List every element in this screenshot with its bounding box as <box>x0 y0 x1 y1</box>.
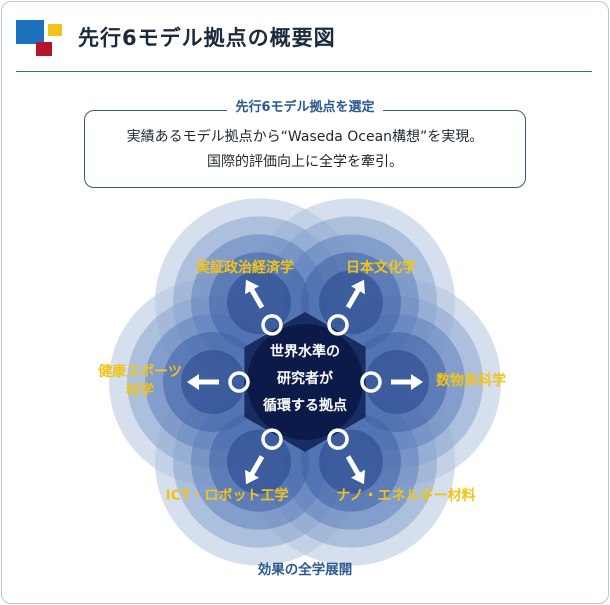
petal-label: ICT・ロボット工学 <box>165 487 288 504</box>
ring-marker-icon <box>327 314 349 336</box>
petal-label: ナノ・エネルギー材料 <box>336 487 475 504</box>
arrow-head-icon <box>187 374 199 390</box>
arrow-shaft <box>247 455 265 479</box>
logo-red-square <box>36 42 52 56</box>
petal-label: 科学 <box>126 382 154 399</box>
petal-label: 健康スポーツ <box>98 363 182 380</box>
title-divider <box>16 71 592 72</box>
page-title: 先行6モデル拠点の概要図 <box>78 26 336 50</box>
petal-label: 実証政治経済学 <box>196 259 294 276</box>
selection-line-1: 実績あるモデル拠点から“Waseda Ocean構想”を実現。 <box>126 129 484 145</box>
ring-marker-icon <box>360 371 382 393</box>
ring-marker-icon <box>261 314 283 336</box>
selection-label: 先行6モデル拠点を選定 <box>0 96 610 115</box>
petal-label: 日本文化学 <box>346 259 416 276</box>
logo-blue-square <box>16 20 44 44</box>
selection-line-2: 国際的評価向上に全学を牽引。 <box>207 154 403 170</box>
center-core-circle <box>247 324 363 440</box>
arrow-head-icon <box>245 279 259 295</box>
arrow-shaft <box>247 285 265 309</box>
arrow-head-icon <box>411 374 423 390</box>
ring-marker-icon <box>228 371 250 393</box>
ring-marker-icon <box>327 428 349 450</box>
arrow-shaft <box>345 455 363 479</box>
center-label-line: 研究者が <box>277 370 334 387</box>
selection-box <box>84 110 526 188</box>
arrow-head-icon <box>245 469 259 485</box>
ring-marker-icon <box>261 428 283 450</box>
center-label-line: 循環する拠点 <box>263 397 347 414</box>
petal-label: 数物系科学 <box>436 372 506 389</box>
logo-icon <box>16 18 68 62</box>
arrow-head-icon <box>351 469 365 485</box>
arrow-head-icon <box>351 279 365 295</box>
arrow-shaft <box>345 285 363 309</box>
selection-label-text: 先行6モデル拠点を選定 <box>227 100 383 115</box>
bottom-caption: 効果の全学展開 <box>258 561 353 578</box>
logo-yellow-square <box>48 24 62 36</box>
center-label-line: 世界水準の <box>270 343 340 360</box>
